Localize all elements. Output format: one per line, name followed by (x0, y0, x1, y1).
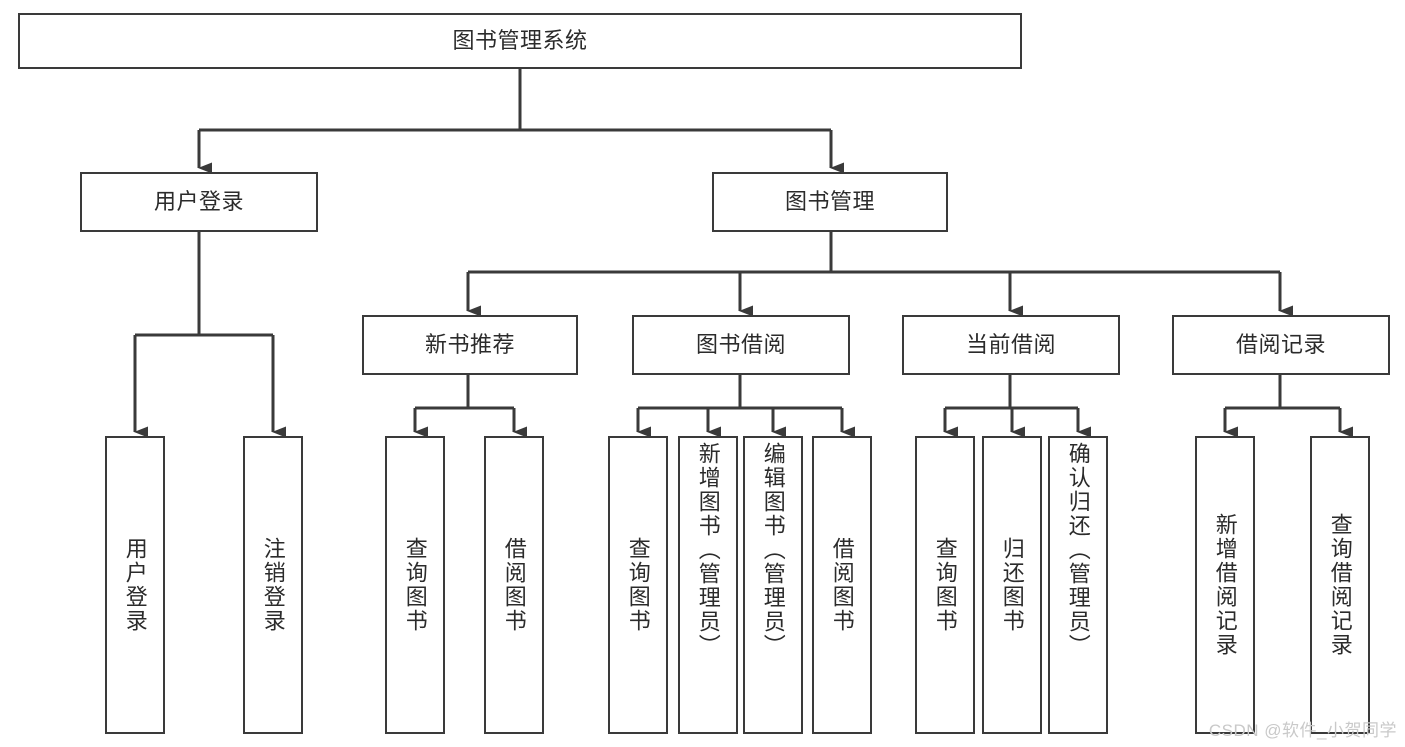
leaf-return-book[interactable]: 归还图书 (982, 436, 1042, 734)
leaf-label: 借阅图书 (829, 537, 855, 633)
leaf-confirm-return-admin[interactable]: 确认归还（管理员） (1048, 436, 1108, 734)
node-label: 图书管理系统 (452, 27, 588, 53)
node-new-book-recommend[interactable]: 新书推荐 (362, 315, 578, 375)
leaf-label: 查询借阅记录 (1327, 513, 1353, 657)
leaf-label: 新增图书（管理员） (695, 442, 721, 658)
node-borrow-record[interactable]: 借阅记录 (1172, 315, 1390, 375)
node-label: 借阅记录 (1235, 331, 1326, 357)
node-book-borrow[interactable]: 图书借阅 (632, 315, 850, 375)
leaf-user-login[interactable]: 用户登录 (105, 436, 165, 734)
leaf-label: 查询图书 (932, 537, 958, 633)
node-label: 图书借阅 (695, 331, 786, 357)
leaf-edit-book-admin[interactable]: 编辑图书（管理员） (743, 436, 803, 734)
node-book-management[interactable]: 图书管理 (712, 172, 948, 232)
leaf-label: 用户登录 (122, 537, 148, 633)
node-label: 当前借阅 (965, 331, 1056, 357)
leaf-label: 新增借阅记录 (1212, 513, 1238, 657)
leaf-query-book-borrow[interactable]: 查询图书 (608, 436, 668, 734)
node-label: 用户登录 (153, 188, 244, 214)
leaf-label: 借阅图书 (501, 537, 527, 633)
node-current-borrow[interactable]: 当前借阅 (902, 315, 1120, 375)
leaf-user-logout[interactable]: 注销登录 (243, 436, 303, 734)
leaf-label: 注销登录 (260, 537, 286, 633)
leaf-query-book-recommend[interactable]: 查询图书 (385, 436, 445, 734)
leaf-borrow-book-recommend[interactable]: 借阅图书 (484, 436, 544, 734)
node-label: 新书推荐 (424, 331, 515, 357)
leaf-borrow-book[interactable]: 借阅图书 (812, 436, 872, 734)
leaf-label: 编辑图书（管理员） (760, 442, 786, 658)
leaf-add-book-admin[interactable]: 新增图书（管理员） (678, 436, 738, 734)
node-root-system[interactable]: 图书管理系统 (18, 13, 1022, 69)
leaf-query-borrow-record[interactable]: 查询借阅记录 (1310, 436, 1370, 734)
leaf-label: 查询图书 (402, 537, 428, 633)
leaf-label: 归还图书 (999, 537, 1025, 633)
leaf-query-book-current[interactable]: 查询图书 (915, 436, 975, 734)
node-user-login[interactable]: 用户登录 (80, 172, 318, 232)
leaf-label: 确认归还（管理员） (1065, 442, 1091, 658)
leaf-add-borrow-record[interactable]: 新增借阅记录 (1195, 436, 1255, 734)
node-label: 图书管理 (784, 188, 875, 214)
leaf-label: 查询图书 (625, 537, 651, 633)
watermark-text: CSDN @软件_小贺同学 (1208, 721, 1397, 740)
